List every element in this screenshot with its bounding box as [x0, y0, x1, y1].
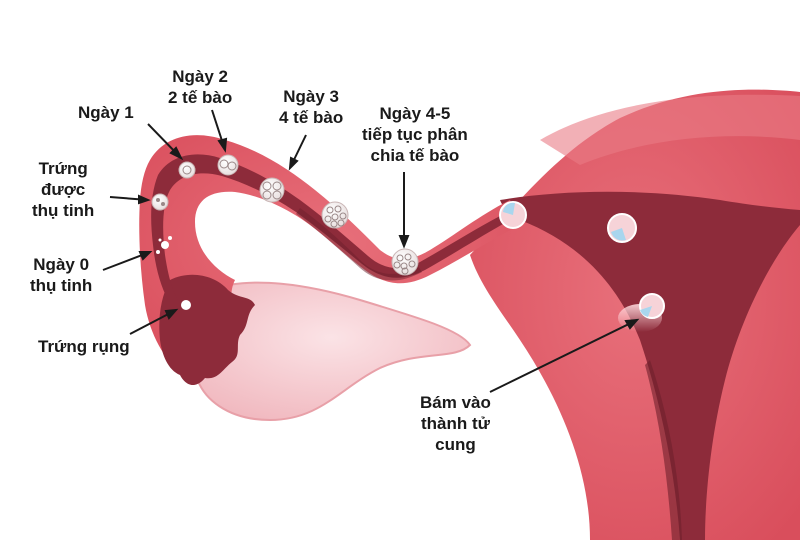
uterus-wall-highlight: [540, 94, 800, 165]
label-day3: Ngày 3 4 tế bào: [279, 86, 343, 128]
egg-ovulated: [181, 300, 191, 310]
label-implant-line2: thành tử: [420, 414, 490, 433]
embryo-morula: [321, 201, 349, 229]
zygote: [151, 193, 169, 211]
label-day0-line2: thụ tinh: [30, 276, 93, 295]
embryo-day1: [178, 161, 196, 179]
label-day45: Ngày 4-5 tiếp tục phân chia tế bào: [362, 103, 468, 166]
label-day3-line2: 4 tế bào: [279, 108, 344, 127]
label-implant-line3: cung: [435, 435, 476, 454]
leader-implant: [489, 319, 638, 393]
label-day45-line3: chia tế bào: [370, 146, 460, 165]
blastocyst-1: [499, 201, 527, 229]
leader-lines: [102, 109, 640, 393]
label-fertilized-egg: Trứng được thụ tinh: [32, 158, 94, 221]
label-day45-line1: Ngày 4-5: [379, 104, 451, 123]
label-day1-text: Ngày 1: [78, 103, 134, 122]
embryo-day3: [259, 177, 285, 203]
label-day2-line2: 2 tế bào: [168, 88, 233, 107]
label-fertilized-line3: thụ tinh: [32, 201, 95, 220]
label-implantation: Bám vào thành tử cung: [420, 392, 491, 455]
label-day45-line2: tiếp tục phân: [362, 125, 468, 144]
fallopian-tube-lumen: [151, 154, 503, 300]
blastocyst-implanting: [639, 293, 665, 319]
label-fertilized-line1: Trứng: [38, 159, 88, 178]
blastocyst-2: [607, 213, 637, 243]
label-ovulation-text: Trứng rụng: [38, 337, 130, 356]
cervical-canal-shadow: [645, 360, 682, 540]
label-implant-line1: Bám vào: [420, 393, 491, 412]
label-day2-line1: Ngày 2: [172, 67, 228, 86]
label-day1: Ngày 1: [78, 102, 134, 123]
embryo-day2: [217, 154, 239, 176]
label-day2: Ngày 2 2 tế bào: [168, 66, 232, 108]
embryo-day4-5: [391, 248, 419, 276]
label-fertilized-line2: được: [41, 180, 86, 199]
label-day0: Ngày 0 thụ tinh: [30, 254, 92, 296]
egg-fertilization: [156, 236, 172, 254]
label-day3-line1: Ngày 3: [283, 87, 339, 106]
label-ovulation: Trứng rụng: [38, 336, 130, 357]
label-day0-line1: Ngày 0: [33, 255, 90, 274]
